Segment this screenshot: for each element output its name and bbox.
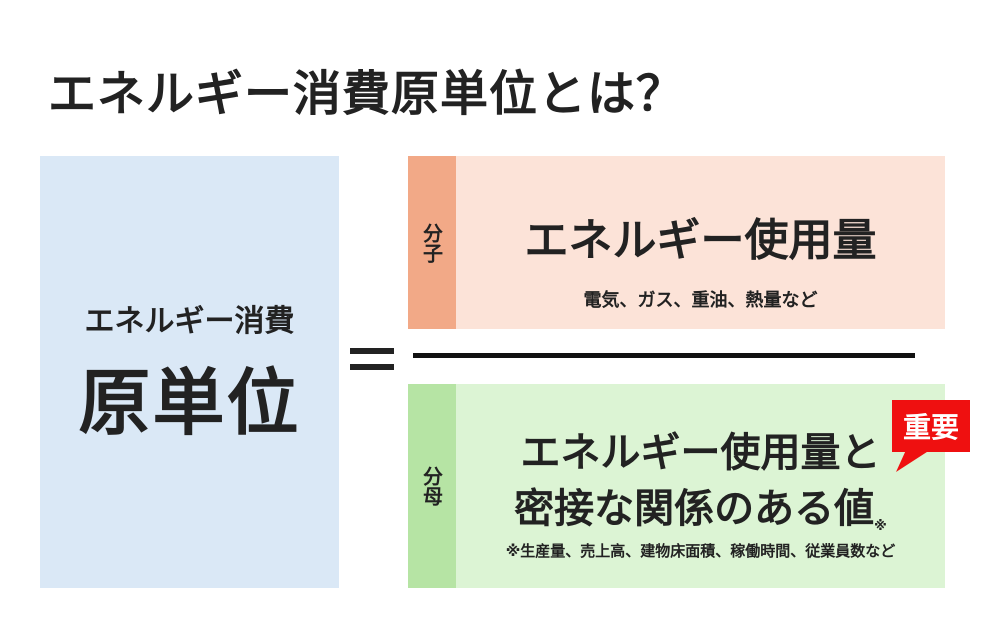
denominator-tab: 分母 <box>408 384 456 588</box>
page-title: エネルギー消費原単位とは？ <box>48 66 686 122</box>
fraction-line <box>413 353 915 358</box>
denominator-sub-text: ※生産量、売上高、建物床面積、稼働時間、従業員数など <box>505 542 896 560</box>
denominator-main-line2-text: 密接な関係のある値 <box>514 486 875 532</box>
numerator-tab-label: 分子 <box>419 222 444 263</box>
equals-sign <box>350 348 394 370</box>
unit-consumption-label-top: エネルギー消費 <box>84 303 295 339</box>
unit-consumption-box: エネルギー消費 原単位 <box>40 156 339 588</box>
unit-consumption-label-main: 原単位 <box>78 360 301 445</box>
denominator-tab-label: 分母 <box>419 466 444 506</box>
denominator-main-line1: エネルギー使用量と <box>520 430 881 476</box>
numerator-main-text: エネルギー使用量 <box>524 215 877 266</box>
numerator-sub-text: 電気、ガス、重油、熱量など <box>583 290 818 311</box>
denominator-box: 分母 エネルギー使用量と 密接な関係のある値※ ※生産量、売上高、建物床面積、稼… <box>408 384 945 588</box>
numerator-tab: 分子 <box>408 156 456 329</box>
numerator-box: 分子 エネルギー使用量 電気、ガス、重油、熱量など <box>408 156 945 329</box>
important-badge: 重要 <box>892 400 970 452</box>
denominator-main-line2: 密接な関係のある値※ <box>456 476 945 534</box>
denominator-note-mark: ※ <box>874 519 887 534</box>
equals-bar-bottom <box>350 364 394 370</box>
equals-bar-top <box>350 348 394 354</box>
